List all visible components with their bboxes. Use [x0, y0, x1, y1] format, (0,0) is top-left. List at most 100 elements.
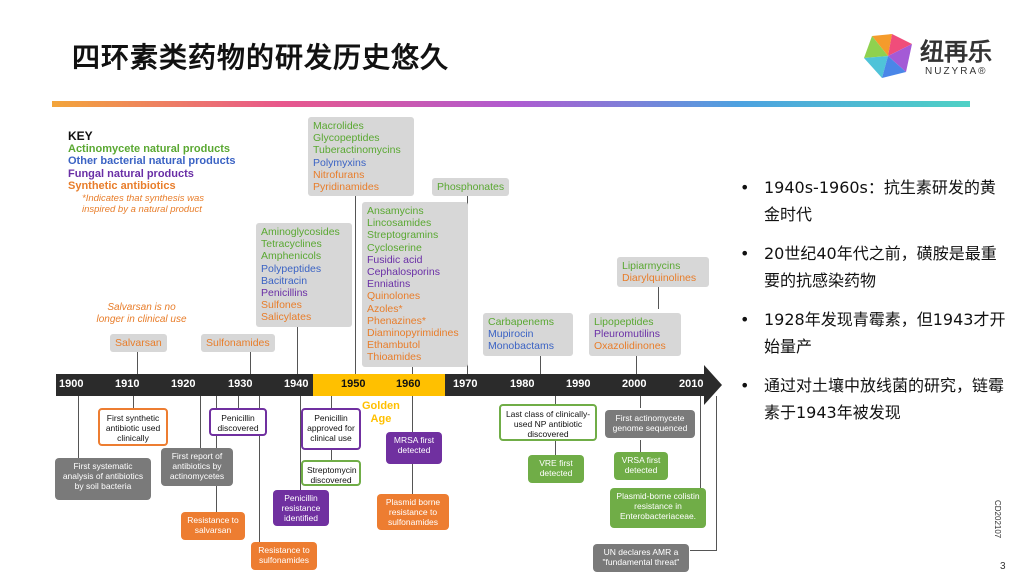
- class-item: Fusidic acid: [367, 253, 423, 266]
- connector-below: [133, 396, 134, 408]
- connector-below: [331, 450, 332, 460]
- class-sulfonamides: Sulfonamides: [201, 334, 275, 353]
- connector-below: [716, 396, 717, 550]
- class-item: Tetracyclines: [261, 238, 322, 251]
- class-item: Pleuromutilins: [594, 328, 660, 341]
- event-streptomycin: Streptomycin discovered: [301, 460, 361, 486]
- class-item: Pyridinamides: [313, 181, 379, 194]
- year-label: 1990: [566, 378, 591, 390]
- key-item-synthetic: Synthetic antibiotics: [68, 180, 176, 192]
- connector-1960top: [355, 194, 356, 374]
- connector-below: [412, 396, 413, 432]
- page-title: 四环素类药物的研发历史悠久: [72, 41, 450, 74]
- year-label: 1900: [59, 378, 84, 390]
- class-item: Bacitracin: [261, 274, 308, 287]
- connector-below: [259, 396, 260, 542]
- salvarsan-note: Salvarsan is no longer in clinical use: [84, 302, 199, 326]
- class-item: Diaminopyrimidines: [367, 327, 459, 340]
- connector-below: [238, 396, 239, 408]
- class-item: Glycopeptides: [313, 132, 380, 145]
- connector-1960mid: [412, 364, 413, 374]
- bullet-item: 1940s-1960s：抗生素研发的黄金时代: [738, 174, 1008, 228]
- class-item: Lincosamides: [367, 217, 432, 230]
- year-label: 1910: [115, 378, 140, 390]
- class-item: Ethambutol: [367, 339, 421, 352]
- class-item: Polymyxins: [313, 156, 367, 169]
- class-item: Enniatins: [367, 278, 411, 291]
- connector-1950: [297, 326, 298, 374]
- year-label: 1930: [228, 378, 253, 390]
- bullet-item: 20世纪40年代之前，磺胺是最重要的抗感染药物: [738, 240, 1008, 294]
- class-item: Streptogramins: [367, 229, 439, 242]
- timeline-arrow-icon: [704, 365, 722, 405]
- connector-below: [300, 396, 301, 490]
- bullet-item: 1928年发现青霉素，但1943才开始量产: [738, 306, 1008, 360]
- class-item: Diarylquinolines: [622, 272, 697, 285]
- class-item: Carbapenems: [488, 316, 554, 328]
- connector-1980: [540, 356, 541, 374]
- class-item: Nitrofurans: [313, 168, 365, 181]
- class-item: Tuberactinomycins: [313, 144, 401, 157]
- class-item: Salicylates: [261, 311, 312, 324]
- key-item-fungal: Fungal natural products: [68, 167, 194, 180]
- logo-text: 纽再乐: [920, 38, 992, 66]
- golden-age-label: Golden Age: [362, 400, 400, 426]
- golden-age-highlight: [313, 374, 445, 396]
- class-phosphonates: Phosphonates: [432, 178, 510, 197]
- event-first-report: First report of antibiotics by actinomyc…: [161, 448, 233, 486]
- connector-2010: [658, 285, 659, 309]
- event-plasmid-sulfonamides: Plasmid borne resistance to sulfonamides: [377, 494, 449, 530]
- key-note-line1: *Indicates that synthesis was: [82, 192, 204, 204]
- class-item: Sulfones: [261, 299, 302, 312]
- golden-age-line1: Golden: [362, 400, 400, 412]
- key-title: KEY: [68, 129, 93, 143]
- connector-2000: [636, 356, 637, 374]
- year-label: 1940: [284, 378, 309, 390]
- summary-bullets: 1940s-1960s：抗生素研发的黄金时代 20世纪40年代之前，磺胺是最重要…: [738, 174, 1008, 438]
- class-item: Aminoglycosides: [261, 226, 340, 238]
- key-item-actinomycete: Actinomycete natural products: [68, 142, 230, 155]
- class-item: Ansamycins: [367, 205, 424, 217]
- event-plasmid-colistin: Plasmid-borne colistin resistance in Ent…: [610, 488, 706, 528]
- event-first-actino-genome: First actinomycete genome sequenced: [605, 410, 695, 438]
- event-penicillin-approved: Penicillin approved for clinical use: [301, 408, 361, 450]
- connector-below: [331, 396, 332, 408]
- connector-below: [555, 441, 556, 455]
- event-penicillin-discovered: Penicillin discovered: [209, 408, 267, 436]
- year-label: 1960: [396, 378, 421, 390]
- event-vrsa: VRSA first detected: [614, 452, 668, 480]
- logo-subtext: NUZYRA®: [925, 66, 988, 77]
- class-item: Quinolones: [367, 290, 421, 303]
- class-item: Monobactams: [488, 340, 554, 353]
- salvarsan-note-line2: longer in clinical use: [96, 314, 187, 325]
- class-group-1960-top: Macrolides Glycopeptides Tuberactinomyci…: [308, 117, 414, 197]
- year-label: 2000: [622, 378, 647, 390]
- class-item: Amphenicols: [261, 250, 322, 263]
- connector-below: [78, 396, 79, 458]
- connector-below: [640, 396, 641, 408]
- class-group-2000: Lipopeptides Pleuromutilins Oxazolidinon…: [589, 313, 681, 356]
- event-resist-sulfonamides: Resistance to sulfonamides: [251, 542, 317, 570]
- connector-below: [640, 440, 641, 452]
- connector-below: [555, 396, 556, 404]
- class-group-1950: Aminoglycosides Tetracyclines Amphenicol…: [256, 223, 352, 327]
- event-penicillin-resistance: Penicillin resistance identified: [273, 490, 329, 526]
- class-item: Thioamides: [367, 351, 422, 364]
- class-item: Phenazines*: [367, 314, 426, 327]
- bullet-item: 通过对土壤中放线菌的研究，链霉素于1943年被发现: [738, 372, 1008, 426]
- class-item: Mupirocin: [488, 328, 534, 341]
- year-label: 1950: [341, 378, 366, 390]
- connector-below: [412, 464, 413, 494]
- event-mrsa: MRSA first detected: [386, 432, 442, 464]
- class-item: Azoles*: [367, 302, 403, 315]
- class-group-1960-mid: Ansamycins Lincosamides Streptogramins C…: [362, 202, 468, 367]
- connector-elbow: [690, 550, 717, 551]
- event-vre: VRE first detected: [528, 455, 584, 483]
- key-note-line2: inspired by a natural product: [82, 203, 202, 215]
- year-label: 1920: [171, 378, 196, 390]
- legend-key: KEY Actinomycete natural products Other …: [68, 130, 235, 215]
- class-item: Macrolides: [313, 120, 364, 132]
- event-first-systematic: First systematic analysis of antibiotics…: [55, 458, 151, 500]
- class-item: Penicillins: [261, 287, 308, 300]
- event-resist-salvarsan: Resistance to salvarsan: [181, 512, 245, 540]
